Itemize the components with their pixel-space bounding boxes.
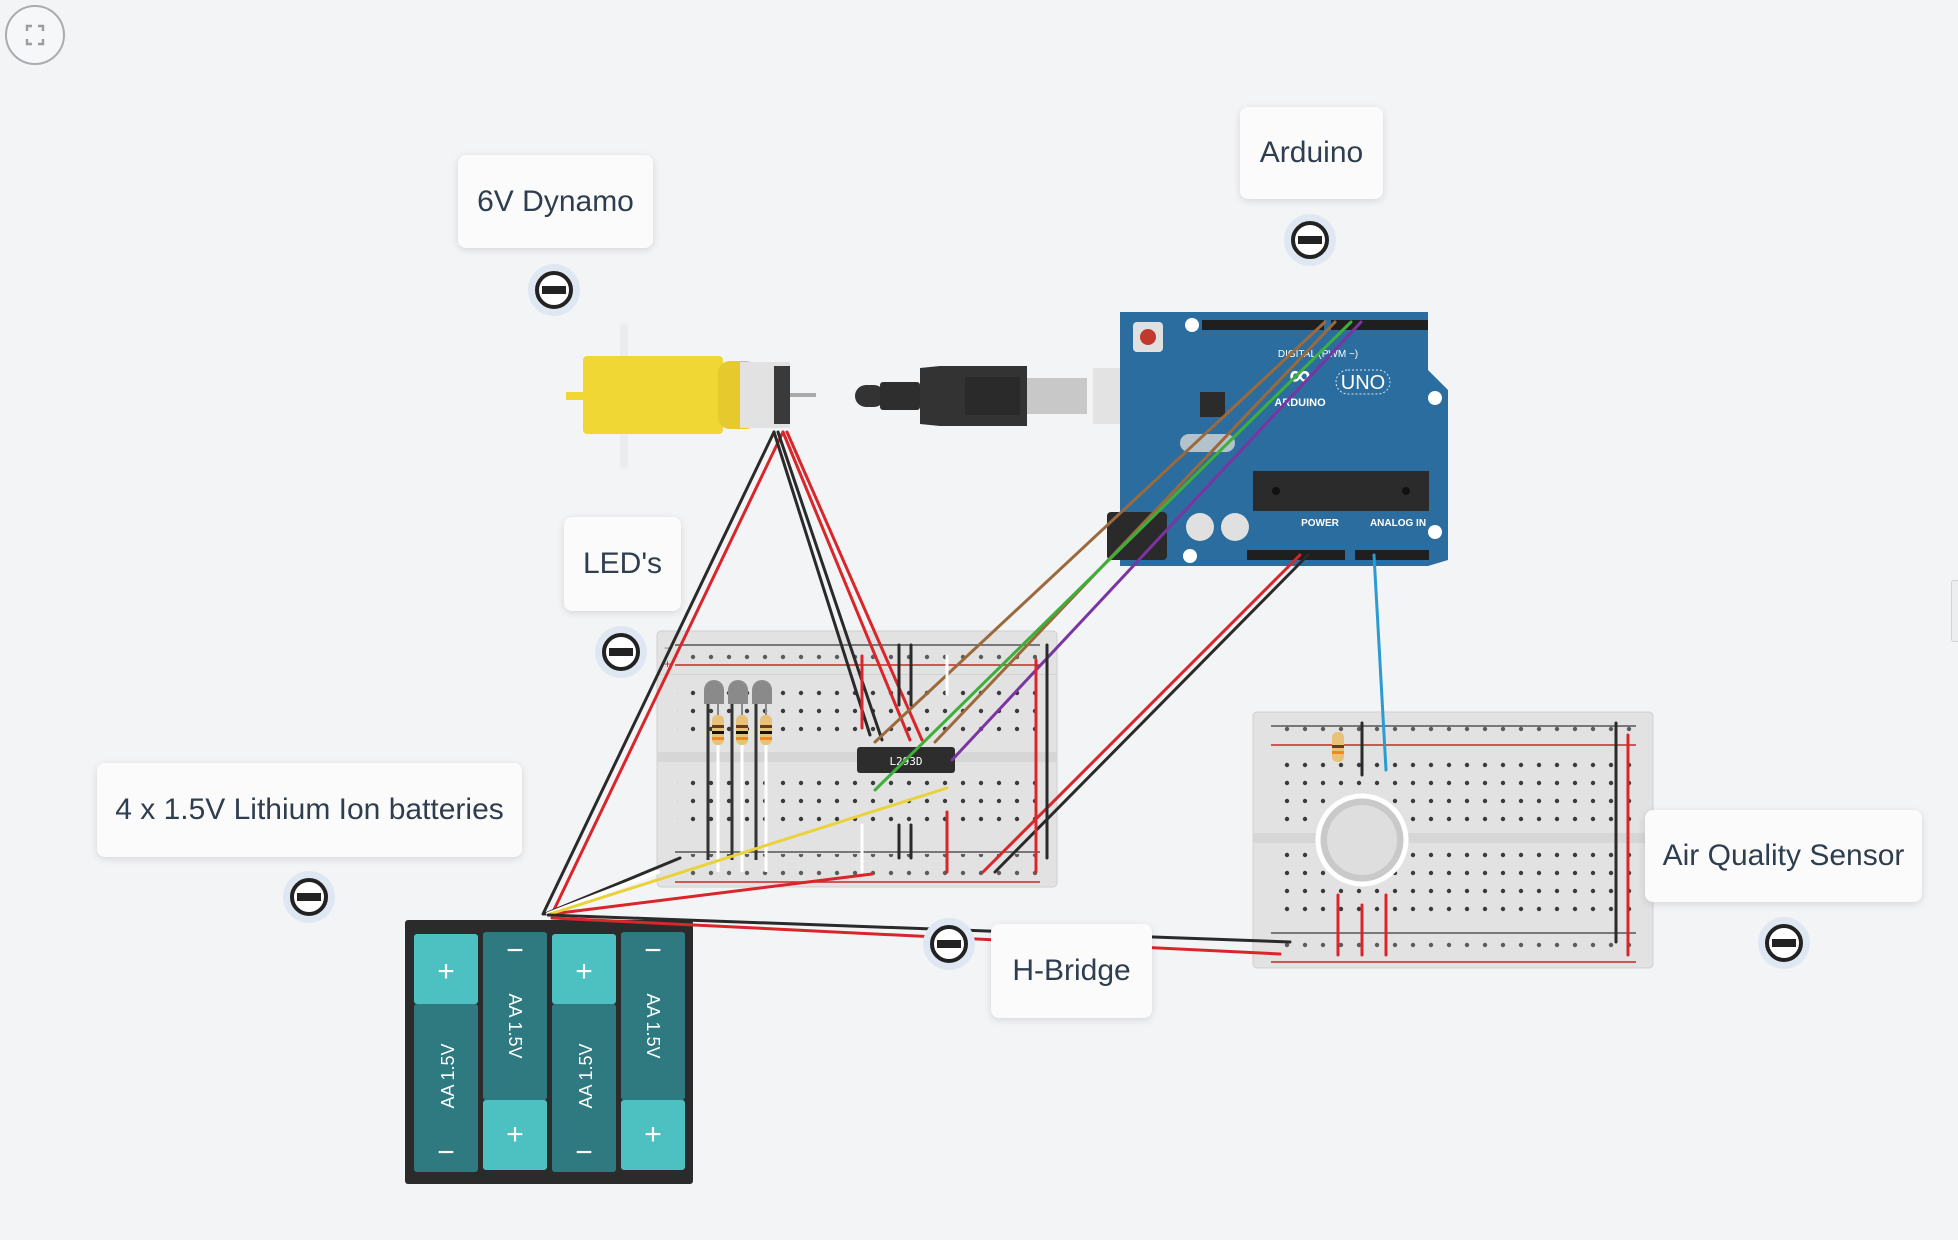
arduino-uno[interactable]: DIGITAL (PWM ~) ∞ ARDUINO UNO POWER ANAL…	[1107, 312, 1448, 566]
wire-battery-white	[546, 870, 660, 916]
note-label: LED's	[582, 547, 663, 580]
note-air-quality-sensor[interactable]: Air Quality Sensor	[1645, 810, 1922, 902]
note-toggle-batteries[interactable]	[283, 871, 335, 923]
resistor-2	[736, 715, 748, 872]
svg-text:+: +	[575, 955, 593, 988]
battery-cell-2: − + AA 1.5V	[483, 932, 547, 1170]
svg-text:−: −	[506, 934, 524, 967]
wire-motor-red-2	[781, 430, 912, 742]
rail-plus-label: +	[664, 657, 671, 671]
wire-purple	[950, 320, 1363, 762]
wire-green	[873, 320, 1353, 792]
note-toggle-leds[interactable]	[595, 626, 647, 678]
svg-text:AA 1.5V: AA 1.5V	[505, 993, 525, 1058]
reset-button[interactable]	[1140, 329, 1156, 345]
collapse-note-icon	[1765, 924, 1803, 962]
analog-header[interactable]	[1355, 550, 1429, 560]
power-header[interactable]	[1247, 550, 1345, 560]
collapse-note-icon	[290, 878, 328, 916]
svg-text:AA 1.5V: AA 1.5V	[576, 1043, 596, 1108]
note-arduino[interactable]: Arduino	[1240, 107, 1383, 199]
breadboard-sensor[interactable]	[1252, 711, 1654, 969]
fit-to-view-button[interactable]	[5, 5, 65, 65]
svg-text:−: −	[644, 934, 662, 967]
wire-motor-red-1	[550, 430, 785, 916]
battery-cell-4: − + AA 1.5V	[621, 932, 685, 1170]
wire-battery-yellow	[548, 786, 949, 916]
wire-motor-black-1	[541, 430, 776, 916]
atmega-chip	[1253, 471, 1429, 511]
wire-battery-sensor-black	[546, 913, 1292, 944]
led-3	[752, 680, 772, 860]
note-toggle-arduino[interactable]	[1284, 214, 1336, 266]
dc-motor[interactable]	[566, 324, 816, 468]
air-quality-sensor[interactable]	[1315, 793, 1409, 887]
wire-brown-1	[873, 320, 1327, 744]
svg-text:+: +	[437, 955, 455, 988]
note-batteries[interactable]: 4 x 1.5V Lithium Ion batteries	[97, 763, 522, 857]
analog-header-label: ANALOG IN	[1370, 518, 1426, 529]
note-6v-dynamo[interactable]: 6V Dynamo	[458, 155, 653, 248]
wire-arduino-a1-blue	[1372, 553, 1388, 772]
note-h-bridge[interactable]: H-Bridge	[991, 924, 1152, 1018]
digital-header-left[interactable]	[1202, 320, 1324, 330]
collapse-note-icon	[1291, 221, 1329, 259]
note-label: Air Quality Sensor	[1662, 839, 1905, 872]
note-label: 6V Dynamo	[477, 184, 634, 218]
svg-text:+: +	[506, 1118, 524, 1151]
note-toggle-6v-dynamo[interactable]	[528, 264, 580, 316]
battery-cell-3: + − AA 1.5V	[552, 934, 616, 1172]
side-panel-handle[interactable]	[1951, 580, 1958, 642]
fit-to-screen-icon	[25, 24, 45, 46]
sensor-resistor	[1332, 732, 1344, 762]
resistor-1	[712, 715, 724, 872]
rail-minus-label: −	[664, 641, 671, 655]
wire-motor-black-3	[776, 430, 884, 742]
note-label: 4 x 1.5V Lithium Ion batteries	[115, 793, 504, 826]
svg-text:AA 1.5V: AA 1.5V	[438, 1043, 458, 1108]
led-1	[704, 680, 724, 860]
digital-header-right[interactable]	[1331, 320, 1428, 330]
svg-text:−: −	[575, 1136, 593, 1169]
collapse-note-icon	[602, 633, 640, 671]
svg-text:AA 1.5V: AA 1.5V	[643, 993, 663, 1058]
wires[interactable]	[541, 320, 1630, 957]
collapse-note-icon	[535, 271, 573, 309]
note-label: H-Bridge	[1012, 954, 1131, 987]
battery-cell-1: + − AA 1.5V	[414, 934, 478, 1172]
wire-motor-black-2	[772, 430, 872, 737]
led-2	[728, 680, 748, 860]
wire-battery-red	[550, 872, 874, 916]
note-toggle-air-quality-sensor[interactable]	[1758, 917, 1810, 969]
arduino-model: UNO	[1341, 372, 1385, 394]
note-leds[interactable]: LED's	[564, 517, 681, 611]
power-header-label: POWER	[1301, 518, 1340, 529]
led-group	[704, 680, 772, 872]
note-label: Arduino	[1259, 136, 1364, 169]
resistor-3	[760, 715, 772, 872]
svg-text:+: +	[644, 1118, 662, 1151]
wire-battery-sensor-red	[550, 916, 1282, 956]
svg-text:−: −	[437, 1136, 455, 1169]
collapse-note-icon	[930, 925, 968, 963]
wire-brown-2	[933, 320, 1337, 744]
note-toggle-h-bridge[interactable]	[923, 918, 975, 970]
battery-pack[interactable]: + − AA 1.5V − + AA 1.5V + − AA 1.5V − + …	[405, 920, 693, 1184]
